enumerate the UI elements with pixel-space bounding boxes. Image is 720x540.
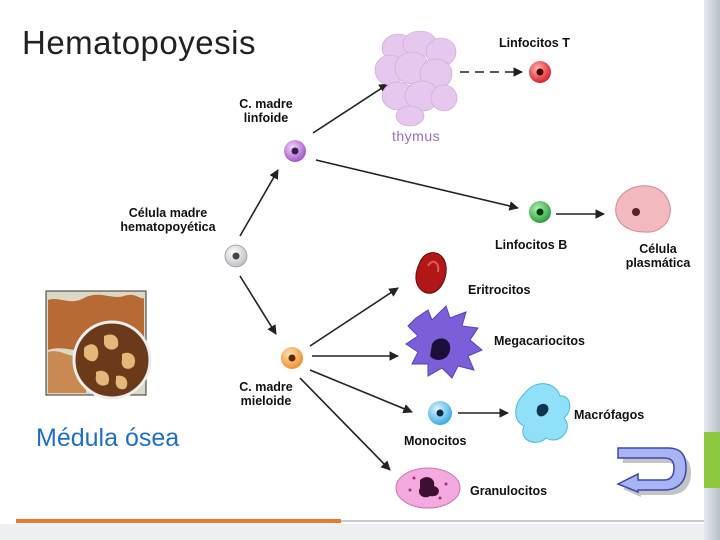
megakaryocyte-icon xyxy=(405,305,483,379)
accent-line-orange xyxy=(16,519,341,523)
b-cells-label: Linfocitos B xyxy=(495,238,568,252)
accent-line-gray xyxy=(341,520,704,522)
stem-cell-label-text: Célula madre hematopoyética xyxy=(120,206,216,234)
t-cell-icon xyxy=(529,61,551,83)
thymus-icon xyxy=(374,30,458,127)
myeloid-stem-cell-icon xyxy=(281,347,303,369)
arrow-myeloid-to-monocytes xyxy=(309,369,413,414)
lymphoid-label-text: C. madre linfoide xyxy=(239,97,293,125)
erythrocytes-label: Eritrocitos xyxy=(468,283,531,297)
arrow-stem-to-myeloid xyxy=(239,275,277,335)
stem-cell-icon xyxy=(224,244,248,268)
plasma-cell-label: Célula plasmática xyxy=(610,242,706,270)
monocytes-label: Monocitos xyxy=(404,434,467,448)
macrophages-label: Macrófagos xyxy=(574,408,645,422)
return-arrow-icon xyxy=(616,447,691,497)
monocyte-icon xyxy=(428,401,452,425)
arrow-stem-to-lymphoid xyxy=(239,169,279,237)
macrophage-icon xyxy=(515,383,571,443)
plasma-cell-icon xyxy=(615,185,671,233)
bottom-band xyxy=(0,524,704,540)
arrow-myeloid-to-granulocytes xyxy=(299,377,391,471)
stem-cell-label: Célula madre hematopoyética xyxy=(104,206,232,234)
erythrocyte-icon xyxy=(415,252,447,294)
thymus-label: thymus xyxy=(392,128,441,144)
plasma-cell-label-text: Célula plasmática xyxy=(625,242,691,270)
return-button[interactable] xyxy=(612,446,692,502)
bone-marrow-label: Médula ósea xyxy=(36,424,180,452)
lymphoid-stem-cell-icon xyxy=(284,140,306,162)
arrow-lymphoid-to-thymus xyxy=(312,83,389,134)
pathway-arrows xyxy=(239,67,605,471)
t-cells-label: Linfocitos T xyxy=(499,36,570,50)
myeloid-label: C. madre mieloide xyxy=(222,380,310,408)
lymphoid-label: C. madre linfoide xyxy=(222,97,310,125)
page-title: Hematopoyesis xyxy=(22,24,256,61)
green-side-tab xyxy=(704,432,720,488)
granulocytes-label: Granulocitos xyxy=(470,484,548,498)
myeloid-label-text: C. madre mieloide xyxy=(239,380,293,408)
right-edge-strip xyxy=(704,0,720,540)
b-cell-icon xyxy=(529,201,551,223)
granulocyte-icon xyxy=(395,467,461,509)
bone-marrow-image xyxy=(45,290,152,400)
megakaryocytes-label: Megacariocitos xyxy=(494,334,586,348)
arrow-lymphoid-to-b-cells xyxy=(315,159,519,211)
arrow-myeloid-to-erythrocytes xyxy=(309,287,399,347)
